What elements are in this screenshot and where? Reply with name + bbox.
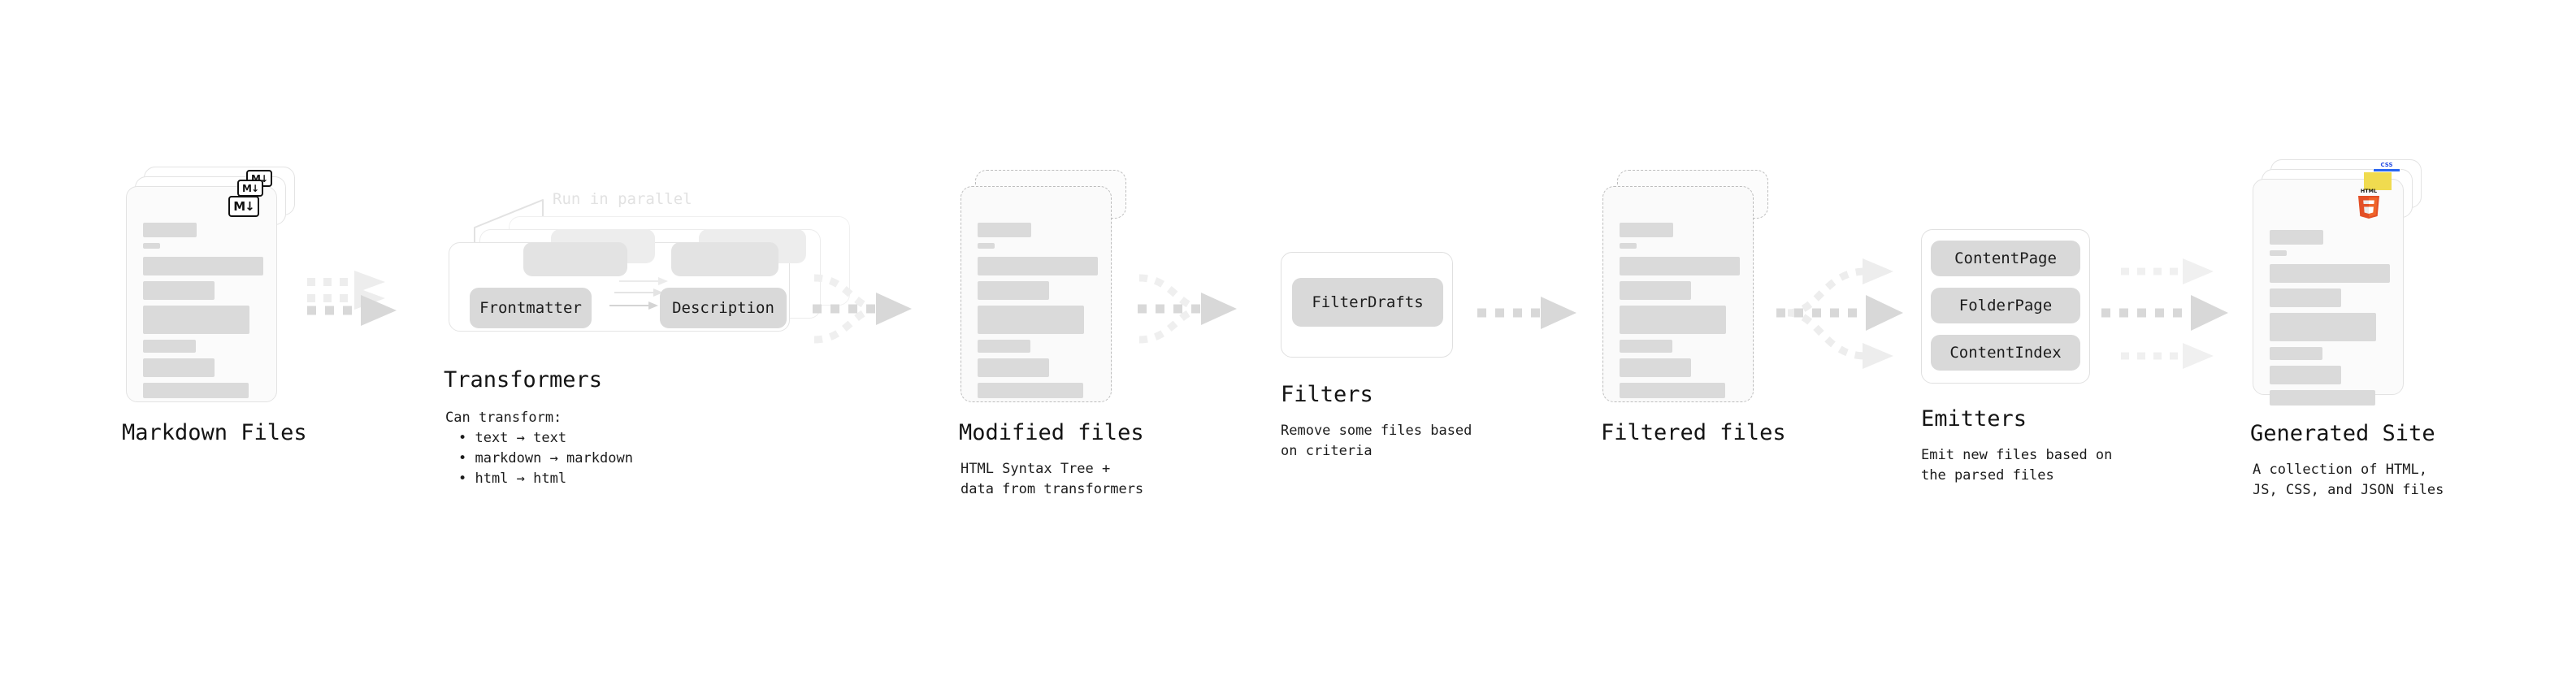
content-bar <box>2270 250 2287 256</box>
content-bar <box>2270 230 2323 245</box>
content-bar <box>2270 366 2341 384</box>
content-bar <box>978 383 1083 398</box>
content-bar <box>143 383 249 398</box>
stage-title-generated-site: Generated Site <box>2250 421 2435 446</box>
stage-title-emitters: Emitters <box>1921 406 2027 432</box>
content-bar <box>1620 340 1672 353</box>
transformers-bullet-1: • markdown → markdown <box>458 450 633 466</box>
content-bar <box>2270 390 2375 406</box>
content-bar <box>1620 243 1637 249</box>
filter-pill-filterdrafts[interactable]: FilterDrafts <box>1292 278 1443 327</box>
stage-title-transformers: Transformers <box>444 367 603 393</box>
transformer-inner-arrows <box>609 277 668 310</box>
content-bar <box>978 306 1084 334</box>
content-bar <box>143 257 263 275</box>
content-bar <box>143 223 197 237</box>
stage-subtitle-emitters: Emit new files based on the parsed files <box>1921 447 2113 484</box>
content-bar <box>978 281 1049 300</box>
markdown-icon: M↓ <box>228 196 259 217</box>
content-bar <box>978 243 995 249</box>
stage-title-filters: Filters <box>1281 382 1373 407</box>
generated-file-front <box>2253 179 2404 406</box>
stage-title-modified-files: Modified files <box>959 420 1144 445</box>
stage-title-filtered-files: Filtered files <box>1601 420 1786 445</box>
js-icon <box>2364 172 2392 190</box>
stage-subtitle-generated-site: A collection of HTML, JS, CSS, and JSON … <box>2253 462 2444 498</box>
stage-generated-site: CSS HTML Generated Site A collection of … <box>2250 159 2444 498</box>
connector-modified-to-filters <box>1138 274 1237 344</box>
content-bar <box>2270 347 2322 360</box>
emitter-pill-folderpage[interactable]: FolderPage <box>1931 288 2080 323</box>
markdown-icon-middle: M↓ <box>237 180 263 197</box>
filtered-file-front <box>1602 186 1754 402</box>
stage-subtitle-filters: Remove some files based on criteria <box>1281 423 1472 459</box>
content-bar <box>1620 257 1740 275</box>
file-content-bars <box>2270 215 2390 411</box>
connector-md-to-transformers <box>307 271 397 326</box>
content-bar <box>2270 288 2341 307</box>
file-content-bars <box>143 223 263 404</box>
stage-title-markdown-files: Markdown Files <box>122 420 307 445</box>
stage-markdown-files: M↓ M↓ M↓ Markdown Files <box>122 167 307 445</box>
stage-modified-files: Modified files HTML Syntax Tree + data f… <box>959 167 1144 497</box>
content-bar <box>1620 358 1691 377</box>
modified-file-stack <box>961 167 1131 402</box>
content-bar <box>143 243 160 249</box>
run-in-parallel-bracket <box>474 199 544 250</box>
css-icon: CSS <box>2373 162 2400 175</box>
content-bar <box>143 281 215 300</box>
content-bar <box>978 223 1031 237</box>
connector-filtered-to-emitters <box>1776 258 1903 369</box>
content-bar <box>143 306 249 334</box>
emitter-pill-contentindex[interactable]: ContentIndex <box>1931 335 2080 371</box>
transformers-bullet-0: • text → text <box>458 430 567 446</box>
stage-subtitle-transformers: Can transform: <box>445 410 562 426</box>
connector-emitters-to-site <box>2101 258 2228 369</box>
file-content-bars <box>1620 223 1740 404</box>
svg-text:HTML: HTML <box>2361 188 2377 194</box>
transformer-pill-frontmatter[interactable]: Frontmatter <box>470 288 592 328</box>
transformer-pill-frontmatter-middle <box>523 242 627 276</box>
content-bar <box>143 358 215 377</box>
content-bar <box>1620 383 1725 398</box>
generated-file-stack: CSS HTML <box>2253 159 2423 406</box>
annotation-run-in-parallel: Run in parallel <box>553 190 692 208</box>
stage-filtered-files: Filtered files <box>1601 167 1786 445</box>
modified-file-front <box>961 186 1112 402</box>
markdown-file-stack: M↓ M↓ M↓ <box>126 167 297 402</box>
content-bar <box>978 358 1049 377</box>
stage-subtitle-modified-files: HTML Syntax Tree + data from transformer… <box>961 461 1144 497</box>
filtered-file-stack <box>1602 167 1773 402</box>
file-content-bars <box>978 223 1098 404</box>
connector-filters-to-filtered <box>1477 297 1576 329</box>
content-bar <box>978 340 1030 353</box>
transformer-pill-description-middle <box>671 242 778 276</box>
content-bar <box>1620 223 1673 237</box>
content-bar <box>978 257 1098 275</box>
content-bar <box>1620 306 1726 334</box>
transformer-pill-description[interactable]: Description <box>660 288 787 328</box>
transformers-bullet-2: • html → html <box>458 471 567 487</box>
emitter-pill-contentpage[interactable]: ContentPage <box>1931 241 2080 276</box>
connector-transformers-to-modified <box>813 274 912 344</box>
markdown-file-front <box>126 186 277 402</box>
content-bar <box>2270 264 2390 283</box>
content-bar <box>2270 313 2376 341</box>
content-bar <box>1620 281 1691 300</box>
content-bar <box>143 340 196 353</box>
